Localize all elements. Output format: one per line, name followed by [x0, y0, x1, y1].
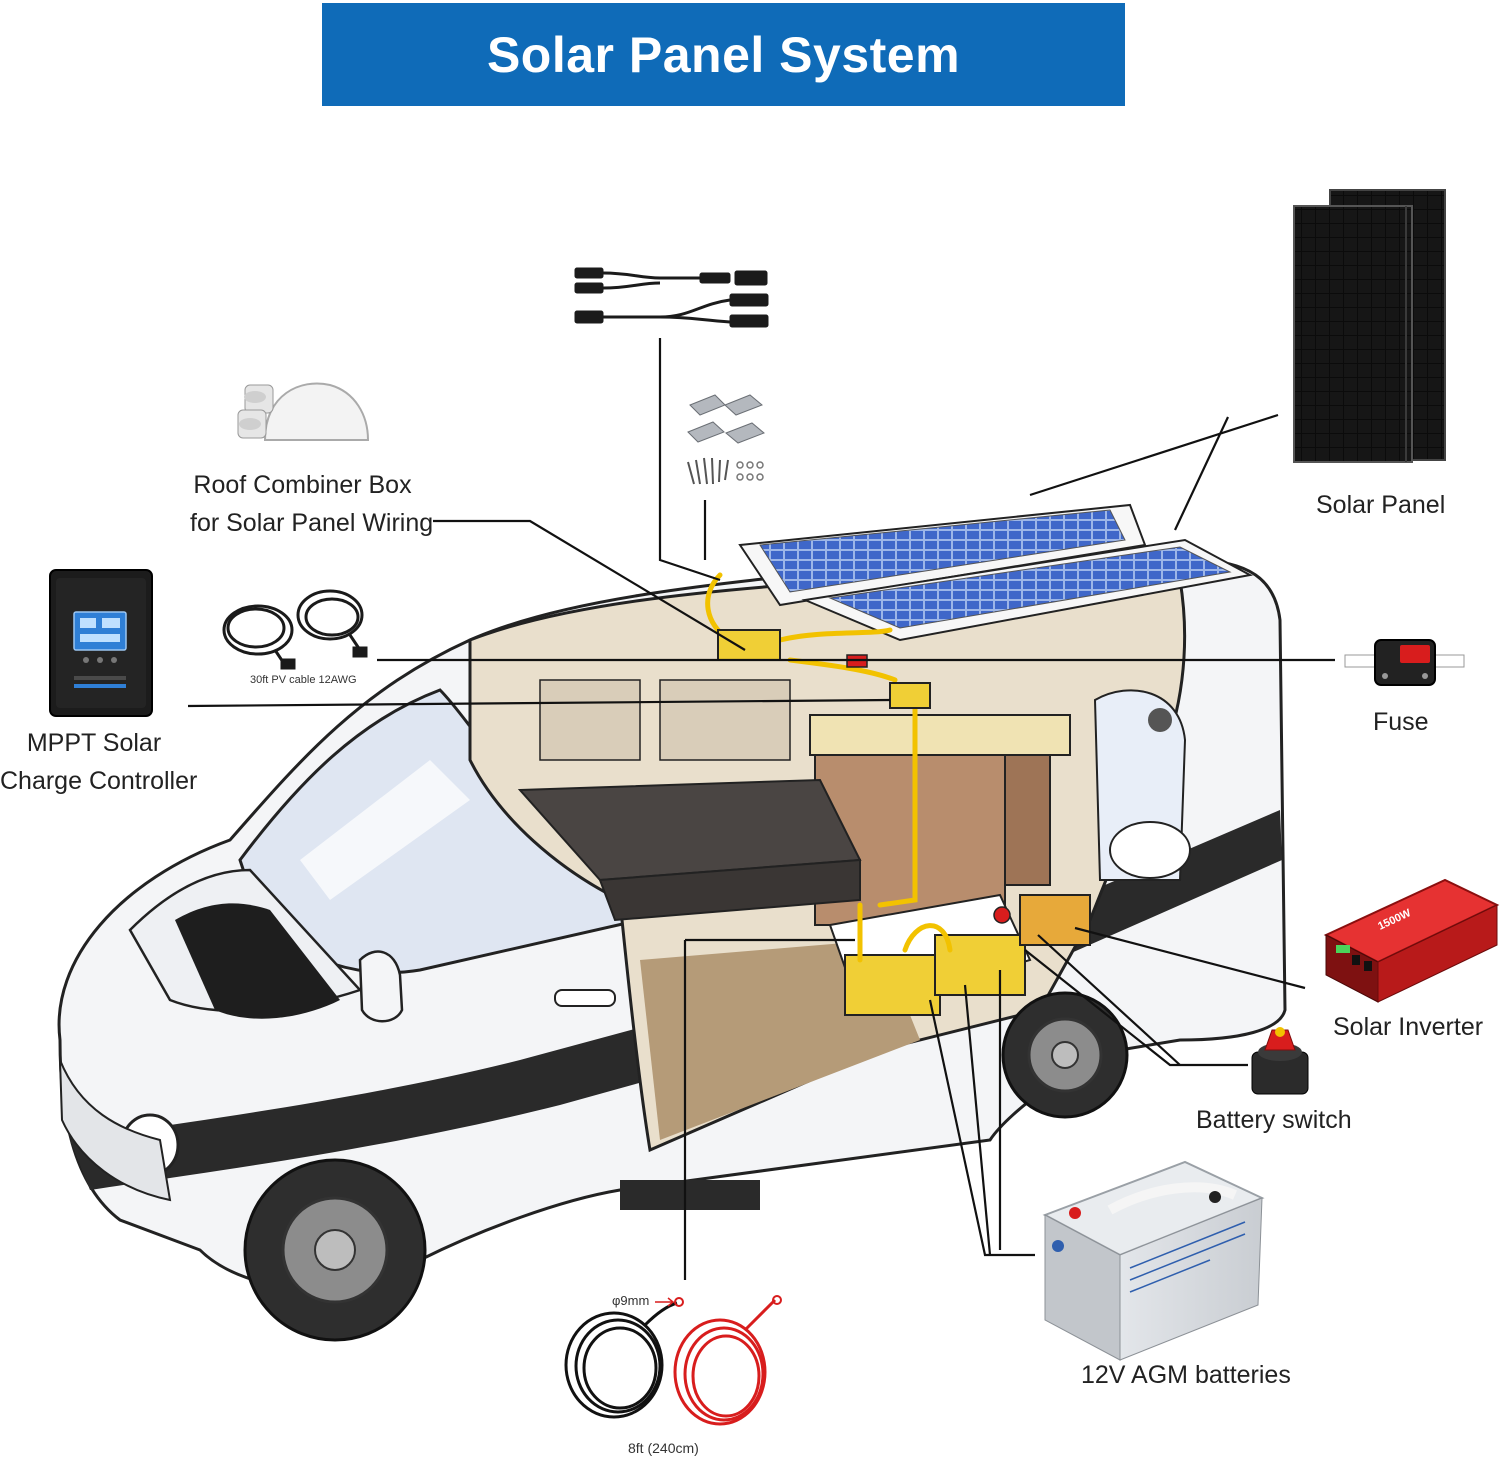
title-banner: Solar Panel System — [322, 3, 1125, 106]
cable-length-caption: 8ft (240cm) — [628, 1440, 699, 1456]
fuse-label: Fuse — [1373, 708, 1429, 736]
solar-panel-label: Solar Panel — [1316, 491, 1446, 519]
van-illustration — [57, 558, 1287, 1342]
mounting-bracket-icon — [687, 394, 765, 485]
combiner-box-on-roof — [717, 629, 781, 661]
front-wheel — [243, 1158, 427, 1342]
battery-switch-icon — [1251, 1027, 1309, 1095]
hole-size-caption: φ9mm — [612, 1293, 650, 1308]
page-title: Solar Panel System — [486, 26, 961, 83]
y-branch-connector-icon — [574, 267, 769, 328]
solar-inverter-label: Solar Inverter — [1333, 1013, 1484, 1041]
roof-combiner-label: Roof Combiner Box for Solar Panel Wiring — [190, 466, 434, 542]
inverter-icon: 1500W — [1323, 878, 1500, 1003]
fuse-breaker-icon — [1344, 639, 1465, 686]
mppt-label: MPPT Solar Charge Controller — [0, 724, 198, 800]
roof-combiner-label-line1: Roof Combiner Box — [193, 471, 412, 499]
mppt-label-line2: Charge Controller — [0, 767, 198, 795]
battery-switch-label: Battery switch — [1196, 1106, 1352, 1134]
agm-battery-icon — [1042, 1160, 1265, 1361]
roof-combiner-box-icon — [237, 382, 370, 441]
roof-combiner-label-line2: for Solar Panel Wiring — [190, 509, 434, 537]
roof-solar-panels — [738, 503, 1253, 642]
agm-batteries-label: 12V AGM batteries — [1081, 1361, 1291, 1389]
mppt-label-line1: MPPT Solar — [26, 729, 162, 757]
rear-wheel — [1001, 991, 1129, 1119]
leader-lines — [187, 338, 1335, 1280]
mppt-controller-icon — [49, 569, 153, 717]
controller-box-in-van — [889, 682, 931, 709]
solar-panel-icon — [1293, 189, 1446, 463]
pv-cable-coil-icon — [222, 589, 368, 670]
pv-cable-caption: 30ft PV cable 12AWG — [250, 674, 357, 686]
battery-cable-pair-icon — [564, 1295, 782, 1426]
